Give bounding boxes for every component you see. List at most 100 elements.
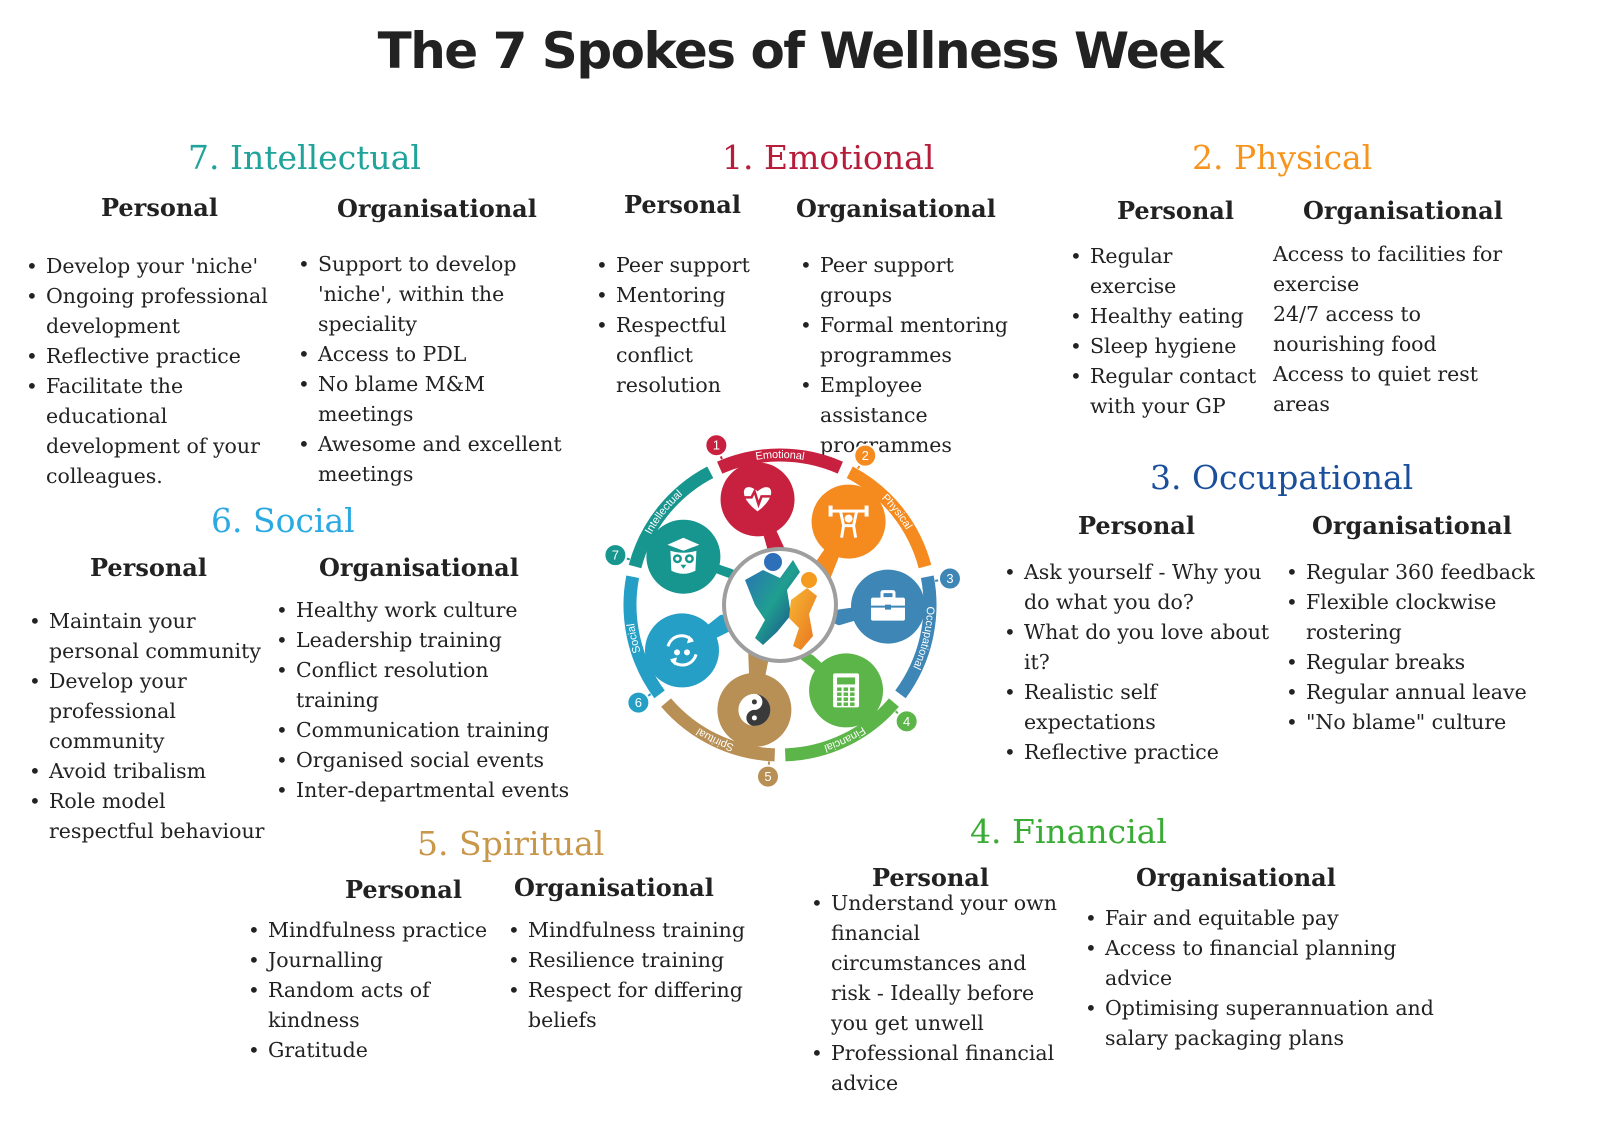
list-item: Formal mentoring programmes (798, 310, 1028, 370)
personal-heading: Personal (345, 875, 462, 904)
wheel-rim-segment (784, 698, 899, 762)
organisational-heading: Organisational (1303, 196, 1503, 225)
spoke-number-badge: 3 (937, 566, 962, 591)
list-item: Organised social events (274, 745, 574, 775)
list-item: Support to develop 'niche', within the s… (296, 249, 571, 339)
list-item: Maintain your personal community (27, 606, 267, 666)
list-item: Professional financial advice (809, 1038, 1069, 1098)
list-item: Access to quiet rest areas (1273, 362, 1479, 416)
list-item: Respect for differing beliefs (506, 975, 746, 1035)
personal-heading: Personal (1117, 196, 1234, 225)
spoke-node-emotional (720, 462, 795, 537)
list-item: Sleep hygiene (1068, 331, 1258, 361)
personal-list: Develop your 'niche'Ongoing professional… (24, 251, 299, 491)
list-item: Communication training (274, 715, 574, 745)
organisational-heading: Organisational (1312, 511, 1512, 540)
wheel-rim-segment (895, 575, 937, 699)
spoke-node-financial (809, 653, 884, 728)
list-item: Realistic self expectations (1002, 677, 1287, 737)
spoke-number: 1 (713, 438, 720, 453)
section-title: 2. Physical (1192, 138, 1373, 177)
heart-rate-icon (743, 487, 772, 512)
section-title: 1. Emotional (722, 138, 935, 177)
personal-heading: Personal (101, 193, 218, 222)
personal-heading: Personal (90, 553, 207, 582)
list-item: Leadership training (274, 625, 574, 655)
section-title: 6. Social (211, 501, 355, 540)
list-item: Facilitate the educational development o… (24, 371, 299, 491)
organisational-list: Access to facilities for exercise 24/7 ac… (1273, 239, 1523, 419)
spoke-number-badge: 7 (603, 543, 628, 568)
personal-heading: Personal (1078, 511, 1195, 540)
list-item: Role model respectful behaviour (27, 786, 267, 846)
list-item: Access to facilities for exercise (1273, 242, 1503, 296)
section-title: 4. Financial (970, 812, 1167, 851)
list-item: Reflective practice (24, 341, 299, 371)
organisational-heading: Organisational (337, 194, 537, 223)
organisational-list: Mindfulness trainingResilience trainingR… (506, 915, 746, 1035)
list-item: Inter-departmental events (274, 775, 574, 805)
personal-list: Mindfulness practiceJournallingRandom ac… (246, 915, 511, 1065)
organisational-list: Regular 360 feedbackFlexible clockwise r… (1284, 557, 1584, 737)
spoke-number: 5 (764, 769, 771, 784)
personal-list: Understand your own financial circumstan… (809, 888, 1069, 1098)
people-cycle-icon (666, 634, 698, 667)
list-item: Employee assistance programmes (798, 370, 1028, 460)
spoke-number: 3 (946, 571, 953, 586)
list-item: No blame M&M meetings (296, 369, 571, 429)
list-item: Flexible clockwise rostering (1284, 587, 1584, 647)
spoke-label: Financial (823, 724, 868, 754)
list-item: Respectful conflict resolution (594, 310, 799, 400)
weightlifter-icon (828, 505, 869, 538)
spoke-number: 7 (612, 548, 619, 563)
list-item: What do you love about it? (1002, 617, 1287, 677)
briefcase-icon (870, 590, 905, 621)
section-title: 3. Occupational (1150, 458, 1414, 497)
list-item: Gratitude (246, 1035, 511, 1065)
spoke-node-social (645, 613, 720, 688)
spoke-number-badge: 4 (894, 709, 919, 734)
list-item: Mentoring (594, 280, 799, 310)
list-item: Random acts of kindness (246, 975, 511, 1035)
spoke-node-spiritual (717, 672, 792, 747)
organisational-heading: Organisational (319, 553, 519, 582)
list-item: Healthy eating (1068, 301, 1258, 331)
organisational-list: Support to develop 'niche', within the s… (296, 249, 571, 489)
organisational-list: Healthy work cultureLeadership trainingC… (274, 595, 574, 805)
wheel-rim-segment (717, 448, 843, 474)
wheel-rim-segment (661, 698, 776, 762)
list-item: Understand your own financial circumstan… (809, 888, 1069, 1038)
list-item: Regular 360 feedback (1284, 557, 1584, 587)
spoke-label: Emotional (755, 449, 806, 463)
list-item: Regular contact with your GP (1068, 361, 1258, 421)
list-item: Develop your professional community (27, 666, 267, 756)
organisational-list: Peer support groupsFormal mentoring prog… (798, 250, 1028, 460)
list-item: Mindfulness training (506, 915, 746, 945)
organisational-heading: Organisational (796, 194, 996, 223)
list-item: Ongoing professional development (24, 281, 299, 341)
page-title: The 7 Spokes of Wellness Week (377, 22, 1224, 80)
list-item: Mindfulness practice (246, 915, 511, 945)
personal-list: Ask yourself - Why you do what you do?Wh… (1002, 557, 1287, 767)
list-item: Avoid tribalism (27, 756, 267, 786)
spoke-number: 6 (635, 695, 642, 710)
personal-list: Peer supportMentoringRespectful conflict… (594, 250, 799, 400)
list-item: Journalling (246, 945, 511, 975)
list-item: Fair and equitable pay (1083, 903, 1463, 933)
graduate-owl-icon (667, 537, 700, 574)
spoke-label: Social (625, 623, 643, 655)
calculator-icon (833, 673, 860, 708)
list-item: Awesome and excellent meetings (296, 429, 571, 489)
spoke-number-badge: 1 (704, 433, 729, 458)
organisational-heading: Organisational (1136, 863, 1336, 892)
list-item: Optimising superannuation and salary pac… (1083, 993, 1463, 1053)
list-item: Access to PDL (296, 339, 571, 369)
personal-heading: Personal (624, 190, 741, 219)
list-item: Conflict resolution training (274, 655, 574, 715)
list-item: 24/7 access to nourishing food (1273, 302, 1437, 356)
list-item: Reflective practice (1002, 737, 1287, 767)
personal-list: Maintain your personal communityDevelop … (27, 606, 267, 846)
section-title: 5. Spiritual (417, 824, 605, 863)
list-item: Regular exercise (1068, 241, 1258, 301)
spoke-number: 4 (903, 714, 910, 729)
